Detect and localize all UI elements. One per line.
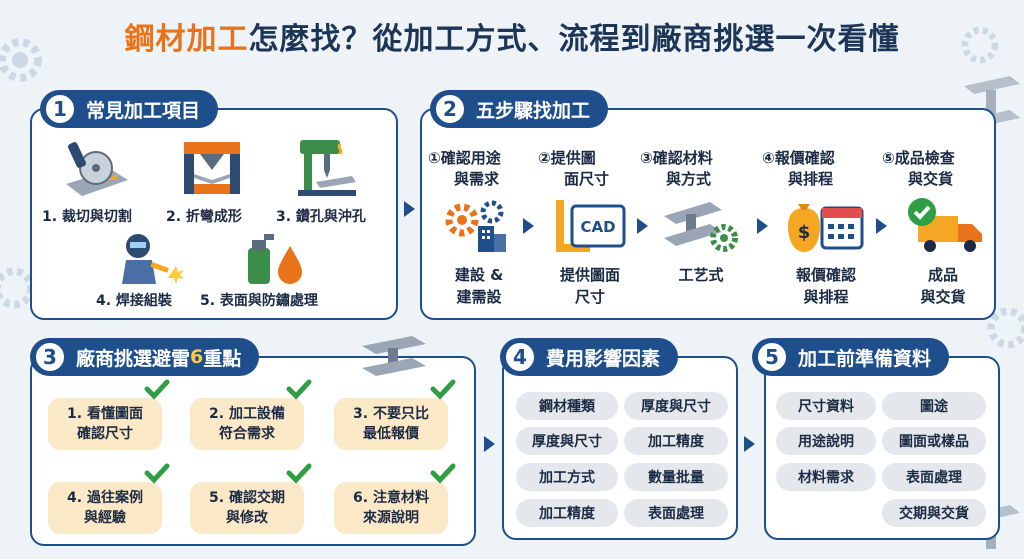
processing-item-drilling: 3. 鑽孔與沖孔 xyxy=(276,209,366,225)
prep-item-pill: 材料需求 xyxy=(776,463,876,491)
cost-factor-pill: 鋼材種類 xyxy=(516,392,618,420)
steel-beam-icon xyxy=(362,336,426,376)
welder-icon xyxy=(122,234,184,284)
prep-item-pill: 圖途 xyxy=(882,392,986,420)
step-arrow xyxy=(637,218,648,234)
cost-factor-pill: 加工精度 xyxy=(624,427,728,455)
step-arrow xyxy=(757,218,768,234)
gear-building-icon xyxy=(445,200,506,252)
cost-factor-pill: 加工精度 xyxy=(516,499,618,527)
check-icon xyxy=(286,379,312,400)
step-4-heading: ④報價確認與排程 xyxy=(762,149,835,188)
cad-drawing-icon: CAD xyxy=(556,200,626,252)
tip-card-4: 4. 過往案例與經驗 xyxy=(48,482,162,534)
processing-item-surface: 5. 表面與防鏽處理 xyxy=(200,293,318,309)
page-title: 鋼材加工怎麼找？從加工方式、流程到廠商挑選一次看懂 xyxy=(124,22,900,57)
cad-label: CAD xyxy=(580,218,615,236)
tip-card-3: 3. 不要只比最低報價 xyxy=(334,398,448,450)
spray-paint-icon xyxy=(248,234,302,284)
step-1-heading: ①確認用途與需求 xyxy=(428,149,501,188)
step-arrow xyxy=(876,218,887,234)
gear-icon xyxy=(987,307,1024,349)
tip-card-1: 1. 看懂圖面確認尺寸 xyxy=(48,398,162,450)
step-4-caption: 報價確認與排程 xyxy=(795,266,856,306)
tip-card-5: 5. 確認交期與修改 xyxy=(190,482,304,534)
step-2-caption: 提供圖面尺寸 xyxy=(559,266,620,306)
check-icon xyxy=(286,463,312,484)
step-5-caption: 成品與交貨 xyxy=(920,266,966,306)
cost-factor-pill: 厚度與尺寸 xyxy=(516,427,618,455)
gear-icon xyxy=(961,26,999,64)
check-icon xyxy=(430,463,456,484)
cutting-saw-icon xyxy=(66,142,128,196)
check-icon xyxy=(430,379,456,400)
prep-item-pill: 交期與交貨 xyxy=(882,499,986,527)
prep-item-pill: 表面處理 xyxy=(882,463,986,491)
tip-card-6: 6. 注意材料來源說明 xyxy=(334,482,448,534)
step-3-heading: ③確認材料與方式 xyxy=(640,149,713,188)
check-icon xyxy=(144,463,170,484)
gear-icon xyxy=(0,38,42,82)
tip-card-2: 2. 加工設備符合需求 xyxy=(190,398,304,450)
prep-item-pill: 用途說明 xyxy=(776,427,876,455)
flow-arrow xyxy=(744,436,755,452)
prep-item-pill: 圖面或樣品 xyxy=(882,427,986,455)
delivery-truck-icon xyxy=(908,198,982,252)
step-1-caption: 建設 &建需設 xyxy=(454,266,504,306)
cost-factor-pill: 數量批量 xyxy=(624,463,728,491)
flow-arrow xyxy=(404,201,415,217)
step-3-caption: 工艺式 xyxy=(678,266,724,284)
flow-arrow xyxy=(484,436,495,452)
money-calendar-icon: $ xyxy=(788,204,864,252)
step-5-heading: ⑤成品檢查與交貨 xyxy=(882,149,955,188)
processing-item-bending: 2. 折彎成形 xyxy=(166,209,242,225)
cost-factor-pill: 加工方式 xyxy=(516,463,618,491)
step-arrow xyxy=(523,218,534,234)
drill-press-icon xyxy=(298,140,356,196)
svg-text:$: $ xyxy=(798,222,811,243)
processing-item-cutting: 1. 裁切與切割 xyxy=(42,209,132,225)
step-2-heading: ②提供圖面尺寸 xyxy=(538,149,610,188)
press-brake-icon xyxy=(184,142,240,194)
cost-factor-pill: 表面處理 xyxy=(624,499,728,527)
check-icon xyxy=(144,379,170,400)
prep-item-pill: 尺寸資料 xyxy=(776,392,876,420)
processing-item-welding: 4. 焊接組裝 xyxy=(96,293,172,309)
cost-factor-pill: 厚度與尺寸 xyxy=(624,392,728,420)
steel-gear-icon xyxy=(664,202,738,252)
